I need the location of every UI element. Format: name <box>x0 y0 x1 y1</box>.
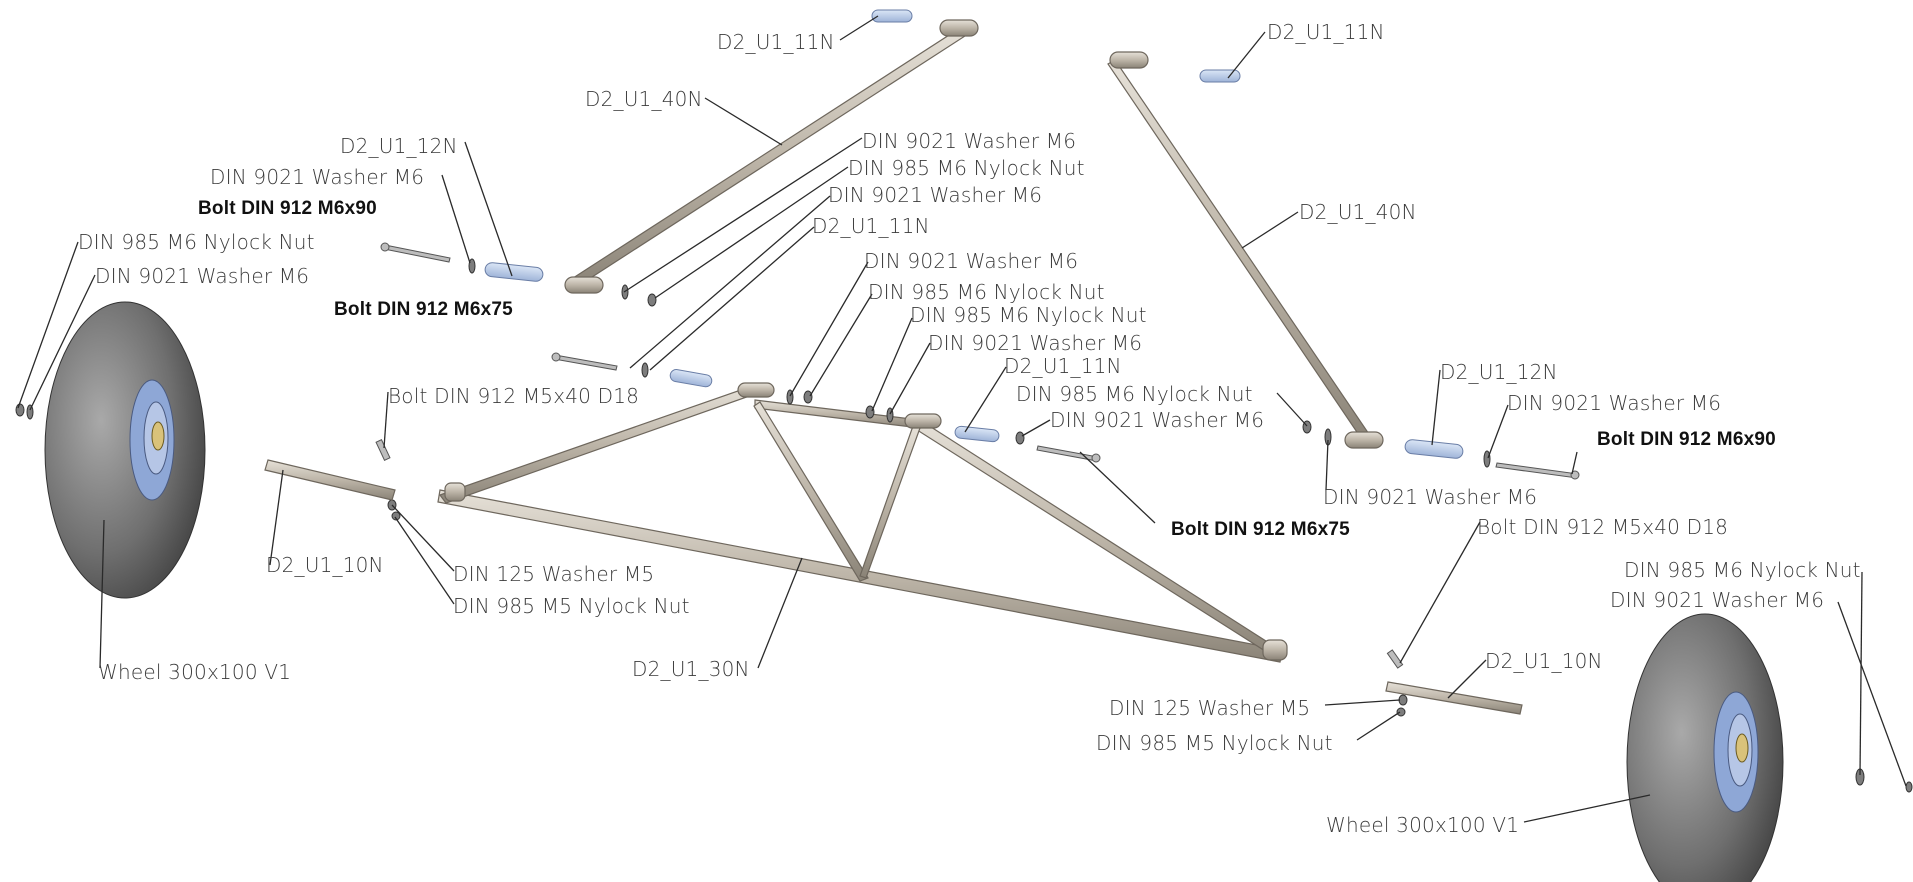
label-nut-c3: DIN 985 M6 Nylock Nut <box>910 303 1147 327</box>
frame-strut-a <box>753 401 869 582</box>
label-pin-12n-left: D2_U1_12N <box>340 134 458 158</box>
frame-sleeve-d <box>444 482 466 502</box>
axles <box>264 459 1523 715</box>
label-bolt-m6x90-left: Bolt DIN 912 M6x90 <box>198 198 377 219</box>
label-nut-m5-right: DIN 985 M5 Nylock Nut <box>1096 731 1333 755</box>
bolt-m5-left <box>375 439 391 461</box>
label-bolt-m6x75-left: Bolt DIN 912 M6x75 <box>334 299 513 320</box>
axle-right <box>1385 681 1523 715</box>
label-washer-c3: DIN 9021 Washer M6 <box>864 249 1079 273</box>
label-strut-right: D2_U1_40N <box>1299 200 1417 224</box>
axle-left <box>264 459 396 501</box>
label-bolt-m6x90-right: Bolt DIN 912 M6x90 <box>1597 429 1776 450</box>
label-wheel-right: Wheel 300x100 V1 <box>1326 813 1520 837</box>
pin-12n-right <box>1404 439 1464 459</box>
label-washer-right-a: DIN 9021 Washer M6 <box>1507 391 1722 415</box>
frame-sleeve-a <box>737 382 775 398</box>
label-washer-right-b: DIN 9021 Washer M6 <box>1323 485 1538 509</box>
label-nut-c1: DIN 985 M6 Nylock Nut <box>848 156 1085 180</box>
label-nut-wheel-left: DIN 985 M6 Nylock Nut <box>78 230 315 254</box>
wheel-left <box>44 301 206 599</box>
frame-sleeve-b <box>904 413 942 429</box>
label-washer-left-a: DIN 9021 Washer M6 <box>210 165 425 189</box>
label-pin-12n-right: D2_U1_12N <box>1440 360 1558 384</box>
label-axle-left: D2_U1_10N <box>266 553 384 577</box>
label-pin-top-center: D2_U1_11N <box>717 30 835 54</box>
main-frame <box>437 382 1288 663</box>
bolt-m5-right <box>1386 649 1404 669</box>
label-washer-c2: DIN 9021 Washer M6 <box>828 183 1043 207</box>
label-wheel-left: Wheel 300x100 V1 <box>98 660 292 684</box>
bolts <box>375 242 1580 669</box>
label-nut-c2: DIN 985 M6 Nylock Nut <box>868 280 1105 304</box>
leader-lines <box>17 15 1907 823</box>
label-frame: D2_U1_30N <box>632 657 750 681</box>
label-pin-c: D2_U1_11N <box>812 214 930 238</box>
label-washer-c1: DIN 9021 Washer M6 <box>862 129 1077 153</box>
label-washer-c5: DIN 9021 Washer M6 <box>1050 408 1265 432</box>
pin-top-right <box>1199 69 1241 83</box>
label-bolt-m5-left: Bolt DIN 912 M5x40 D18 <box>388 384 640 408</box>
frame-sleeve-c <box>1262 639 1288 661</box>
label-washer-wheel-right: DIN 9021 Washer M6 <box>1610 588 1825 612</box>
pin-12n-left <box>484 262 544 282</box>
label-nut-c4: DIN 985 M6 Nylock Nut <box>1016 382 1253 406</box>
label-pin-top-right: D2_U1_11N <box>1267 20 1385 44</box>
wheel-right <box>1626 613 1784 882</box>
label-axle-right: D2_U1_10N <box>1485 649 1603 673</box>
pins <box>484 9 1464 459</box>
pin-top-center <box>871 9 913 23</box>
label-bolt-m5-right: Bolt DIN 912 M5x40 D18 <box>1477 515 1729 539</box>
label-washer-m5-right: DIN 125 Washer M5 <box>1109 696 1311 720</box>
label-nut-m5-left: DIN 985 M5 Nylock Nut <box>453 594 690 618</box>
label-strut-left: D2_U1_40N <box>585 87 703 111</box>
hardware <box>15 258 1913 793</box>
label-bolt-m6x75-right: Bolt DIN 912 M6x75 <box>1171 519 1350 540</box>
label-washer-c4: DIN 9021 Washer M6 <box>928 331 1143 355</box>
pin-c-left <box>669 369 713 388</box>
label-washer-m5-left: DIN 125 Washer M5 <box>453 562 655 586</box>
label-nut-wheel-right: DIN 985 M6 Nylock Nut <box>1624 558 1861 582</box>
label-pin-c2: D2_U1_11N <box>1004 354 1122 378</box>
strut-left <box>564 19 979 294</box>
label-washer-wheel-left: DIN 9021 Washer M6 <box>95 264 310 288</box>
strut-right <box>1107 51 1384 449</box>
